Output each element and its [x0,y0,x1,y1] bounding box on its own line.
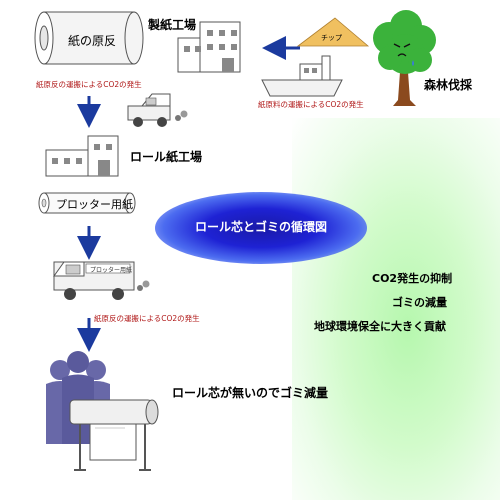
paper-factory-label: 製紙工場 [148,18,197,32]
truck-icon-1 [127,93,188,127]
plotter-paper-label: プロッター用紙 [56,198,133,211]
plotter-icon [69,399,159,471]
cycle-title-glow [155,192,367,264]
tree-icon [373,10,436,106]
raw-paper-roll-icon [34,11,144,65]
raw-paper-label: 紙の原反 [68,34,117,48]
transport-paper-label: 紙原反の運搬によるCO2の発生 [94,314,200,323]
chip-pile-icon [296,17,370,47]
benefit-waste: ゴミの減量 [392,296,447,309]
paper-factory-icon [177,21,241,73]
no-core-label: ロール芯が無いのでゴミ減量 [172,386,329,400]
benefit-environment: 地球環境保全に大きく貢献 [314,320,446,333]
transport-raw-paper-label: 紙原反の運搬によるCO2の発生 [36,80,142,89]
chip-label: チップ [321,34,342,42]
transport-raw-material-label: 紙原料の運搬によるCO2の発生 [258,100,364,109]
plotter-paper-roll-icon [38,192,136,214]
roll-paper-factory-label: ロール紙工場 [130,150,203,164]
roll-paper-factory-icon [45,135,119,177]
truck-cargo-label: プロッター用紙 [90,267,133,274]
benefit-co2: CO2発生の抑制 [372,272,453,285]
cycle-title: ロール芯とゴミの循環図 [194,220,327,234]
logging-label: 森林伐採 [424,78,473,92]
truck-icon-2 [53,261,150,300]
ship-icon [261,55,343,97]
benefits-glow [292,118,500,500]
